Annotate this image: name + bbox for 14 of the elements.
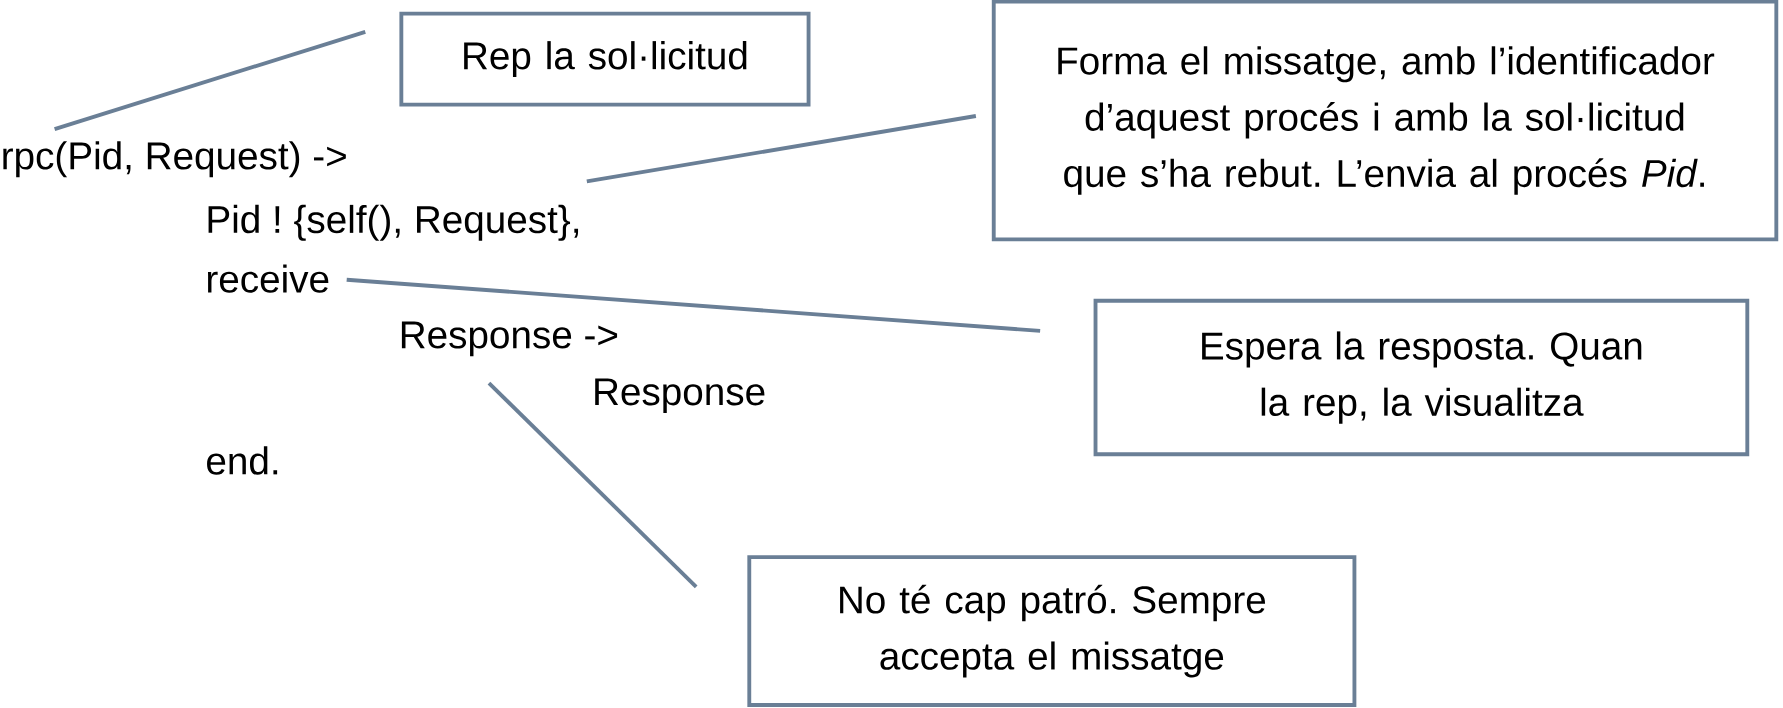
callout-box: No té cap patró. Sempre accepta el missatge <box>747 555 1357 707</box>
callout-box: Rep la sol·licitud <box>399 11 811 107</box>
callout-box: Forma el missatge, amb l’identificador d’aquest procés i amb la sol·licitud que s’ha rebut. L’envia al procés Pid. <box>991 0 1779 242</box>
leader-line <box>586 113 977 184</box>
code-line: Pid ! {self(), Request}, <box>208 204 579 241</box>
callout-box: Espera la resposta. Quan la rep, la visualitza <box>1093 298 1750 457</box>
code-line: Response <box>595 378 765 413</box>
leader-line <box>54 29 366 131</box>
code-line: Response -> <box>401 321 618 356</box>
code-line: end. <box>207 446 278 475</box>
leader-line <box>487 381 698 588</box>
code-line: receive <box>208 264 329 293</box>
leader-line <box>346 277 1041 333</box>
code-line: rpc(Pid, Request) -> <box>3 141 346 177</box>
